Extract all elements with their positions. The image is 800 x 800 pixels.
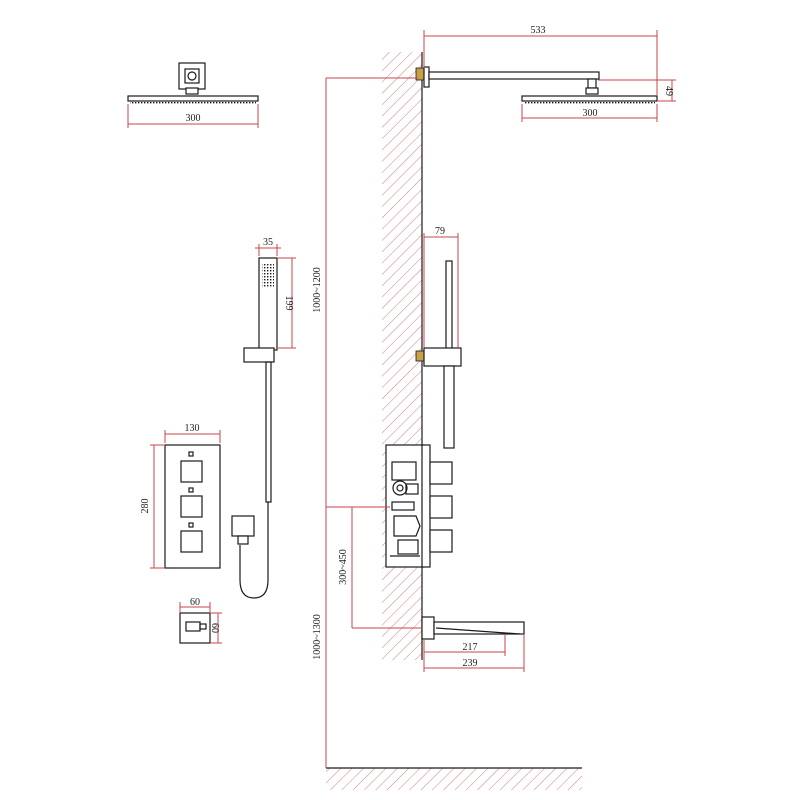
dim-lines-arm bbox=[423, 30, 676, 122]
dim-lines-heights bbox=[325, 77, 422, 768]
floor bbox=[326, 767, 582, 790]
dim-lines-outlet bbox=[179, 602, 222, 644]
bath-spout-side-view bbox=[421, 616, 525, 640]
dim-handset-length: 199 bbox=[283, 296, 294, 311]
rain-head-front-view bbox=[127, 62, 259, 128]
dim-outlet-width: 60 bbox=[190, 597, 200, 608]
valve-plate-front-view bbox=[164, 444, 221, 569]
dim-spout-projection-outer: 239 bbox=[463, 658, 478, 669]
dim-valve-width: 130 bbox=[185, 423, 200, 434]
dim-rain-head-width-right: 300 bbox=[583, 108, 598, 119]
dim-head-height-range: 1000~1200 bbox=[312, 267, 323, 312]
dim-lines-spout bbox=[423, 634, 525, 672]
dim-handset-width: 35 bbox=[263, 237, 273, 248]
dim-arm-length: 533 bbox=[531, 25, 546, 36]
slide-rail-side-view bbox=[415, 260, 462, 449]
dim-rail-offset: 79 bbox=[435, 226, 445, 237]
hand-shower-front-view bbox=[231, 257, 278, 599]
dim-rain-head-width-left: 300 bbox=[186, 113, 201, 124]
dim-lines-hand-shower bbox=[255, 244, 296, 349]
wall-outlet-front-view bbox=[179, 612, 211, 644]
shower-arm-side-view bbox=[415, 66, 658, 104]
dim-spout-projection-inner: 217 bbox=[463, 642, 478, 653]
dim-valve-height: 280 bbox=[140, 499, 151, 514]
dim-spout-height-range: 1000~1300 bbox=[312, 614, 323, 659]
dim-lines-valve bbox=[150, 430, 221, 569]
dim-outlet-height: 60 bbox=[209, 623, 220, 633]
dim-rain-head-height: 49 bbox=[663, 86, 674, 96]
dim-valve-to-spout: 300~450 bbox=[338, 549, 349, 584]
valve-side-view bbox=[385, 444, 453, 568]
dim-lines-rail bbox=[423, 233, 459, 348]
